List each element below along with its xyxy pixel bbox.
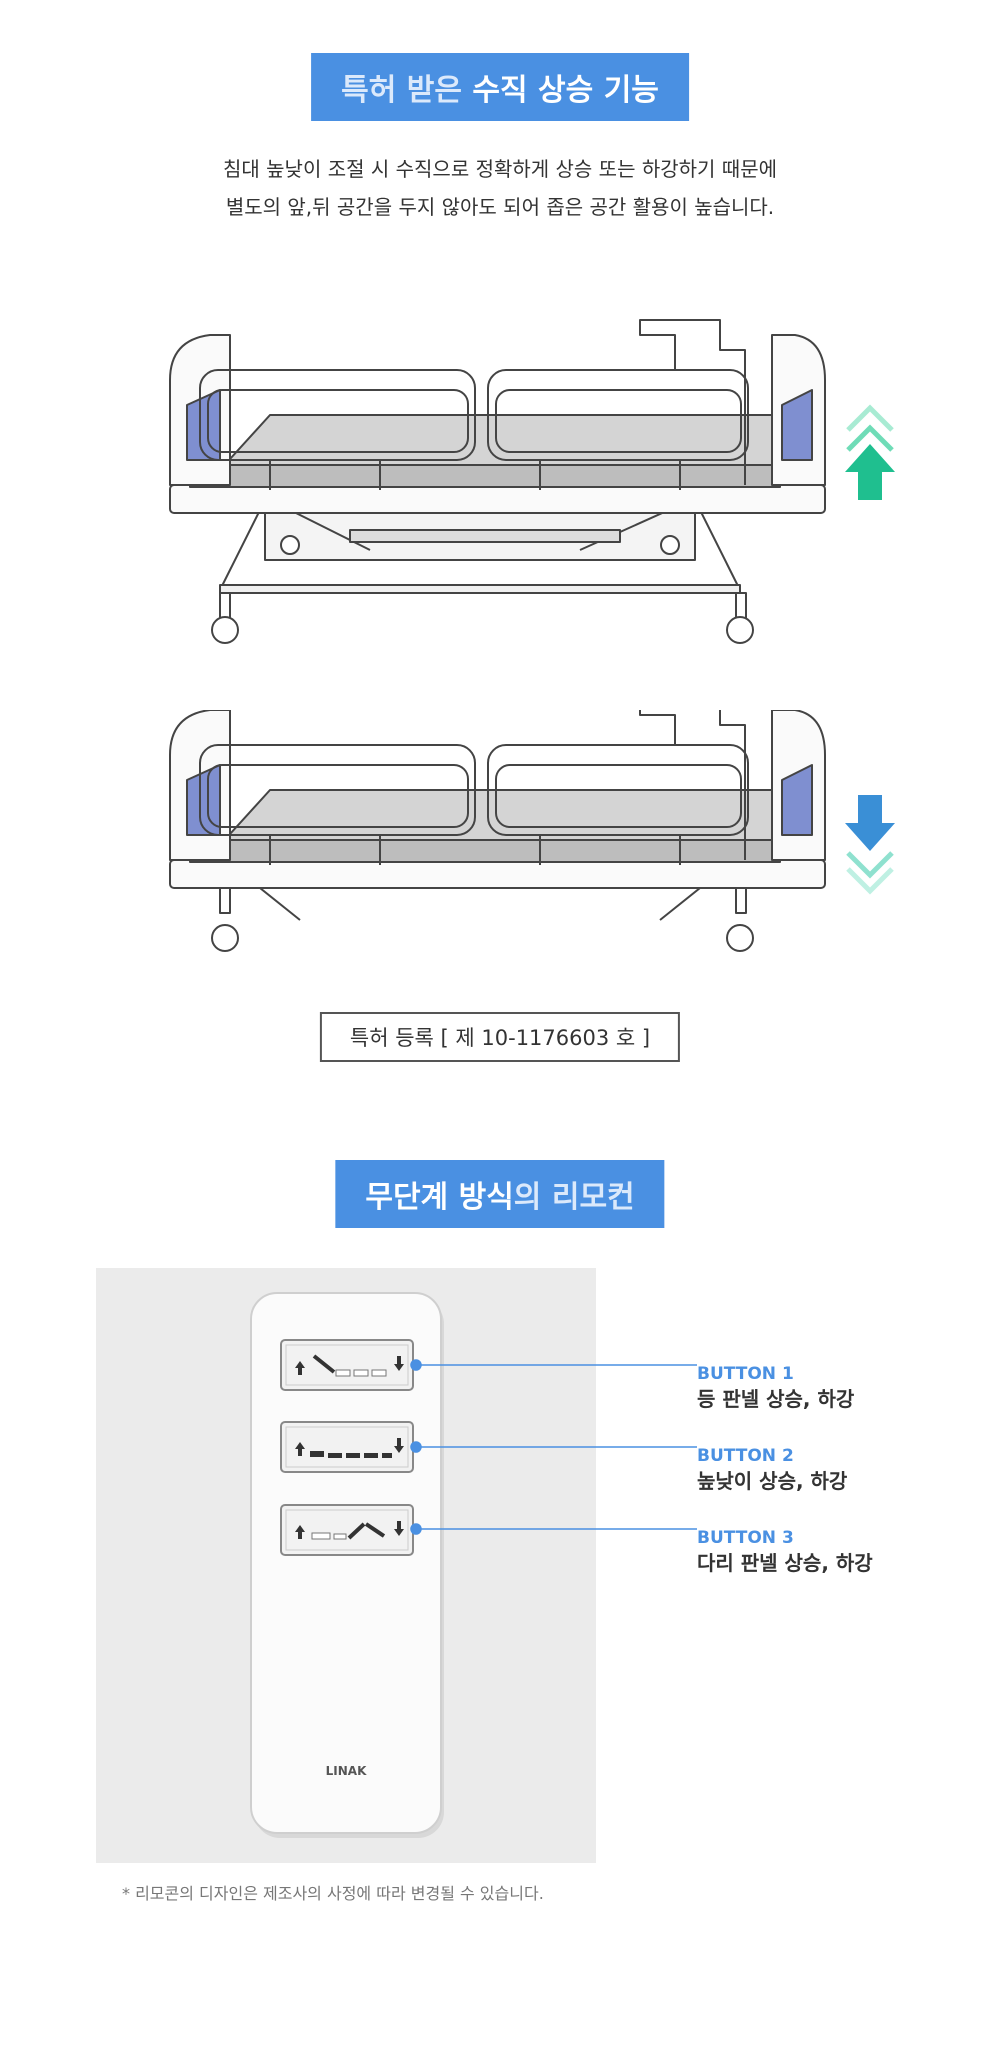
description-line-2: 별도의 앞,뒤 공간을 두지 않아도 되어 좁은 공간 활용이 높습니다. <box>225 195 775 219</box>
section-title-remote: 무단계 방식의 리모컨 <box>335 1160 665 1228</box>
description-line-1: 침대 높낮이 조절 시 수직으로 정확하게 상승 또는 하강하기 때문에 <box>222 157 778 181</box>
button-2-callout: BUTTON 2 높낮이 상승, 하강 <box>697 1445 847 1495</box>
button-1-desc: 등 판넬 상승, 하강 <box>697 1387 855 1411</box>
arrow-down-icon <box>845 795 895 895</box>
arrow-up-icon <box>845 404 895 500</box>
button-3-callout: BUTTON 3 다리 판넬 상승, 하강 <box>697 1527 873 1577</box>
button-3-title: BUTTON 3 <box>697 1528 794 1548</box>
bed-raised-illustration <box>169 319 826 644</box>
title-bold-text: 무단계 방식 <box>365 1180 514 1215</box>
button-3-desc: 다리 판넬 상승, 하강 <box>697 1551 873 1575</box>
description: 침대 높낮이 조절 시 수직으로 정확하게 상승 또는 하강하기 때문에 별도의… <box>0 150 1000 226</box>
button-1-title: BUTTON 1 <box>697 1364 794 1384</box>
title-light-text: 특허 받은 <box>341 73 462 108</box>
title-bold-text: 수직 상승 기능 <box>472 73 659 108</box>
section-title-vertical-lift: 특허 받은 수직 상승 기능 <box>311 53 689 121</box>
button-1-callout: BUTTON 1 등 판넬 상승, 하강 <box>697 1363 854 1413</box>
remote-brand-logo: LINAK <box>326 1764 367 1778</box>
remote-button-2[interactable] <box>280 1421 414 1473</box>
button-2-title: BUTTON 2 <box>697 1446 794 1466</box>
button-2-desc: 높낮이 상승, 하강 <box>697 1469 848 1493</box>
footnote: * 리모콘의 디자인은 제조사의 사정에 따라 변경될 수 있습니다. <box>122 1884 544 1903</box>
remote-control: LINAK <box>250 1292 444 1838</box>
remote-image-panel: LINAK <box>96 1268 596 1863</box>
bed-lowered-illustration <box>169 710 826 952</box>
title-light-text: 의 리모컨 <box>513 1180 635 1215</box>
patent-registration-box: 특허 등록 [ 제 10-1176603 호 ] <box>319 1012 681 1062</box>
